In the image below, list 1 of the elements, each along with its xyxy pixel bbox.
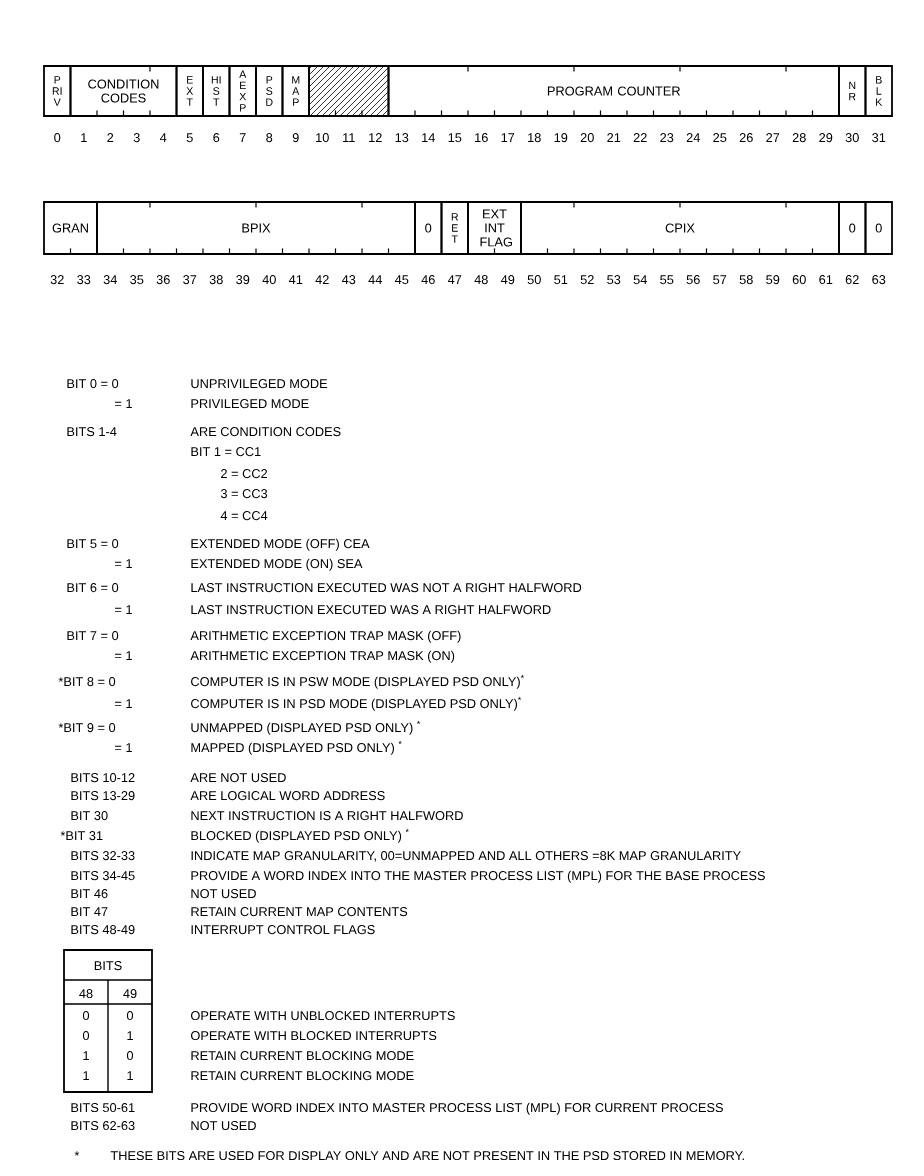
hatched-field	[308, 65, 390, 117]
